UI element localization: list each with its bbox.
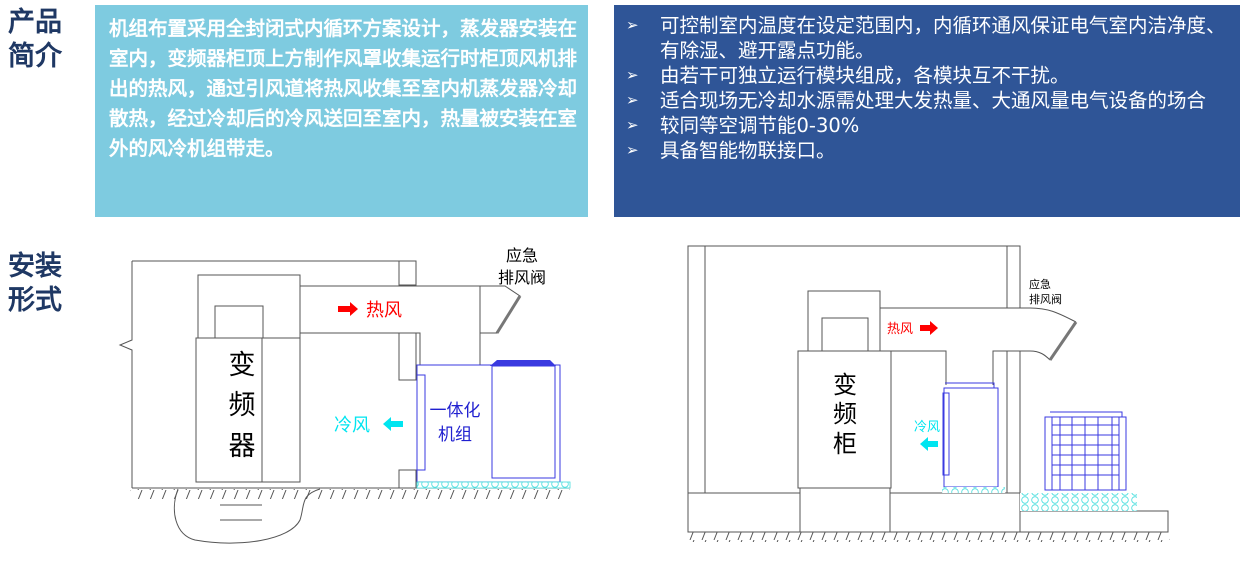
cold-air-arrow-icon — [383, 417, 403, 431]
arrow-bullet-icon: ➢ — [626, 141, 639, 159]
cold-air-arrow-icon — [920, 437, 938, 451]
hot-air-arrow-icon — [920, 321, 938, 335]
hot-air-label: 热风 — [366, 300, 402, 321]
feature-item: ➢具备智能物联接口。 — [626, 139, 836, 162]
left-diagram: 变 频 器 热风 冷风 一体化 机组 应急 排风阀 — [118, 246, 571, 544]
valve-label: 应急 — [1029, 277, 1051, 291]
hot-air-label: 热风 — [887, 322, 913, 337]
arrow-bullet-icon: ➢ — [626, 116, 639, 134]
cold-air-label: 冷风 — [334, 415, 370, 436]
arrow-bullet-icon: ➢ — [626, 66, 639, 84]
cabinet-label: 频 — [229, 390, 256, 421]
valve-label: 应急 — [506, 246, 538, 265]
feature-item: ➢适合现场无冷却水源需处理大发热量、大通风量电气设备的场合 — [626, 89, 1207, 112]
arrow-bullet-icon: ➢ — [626, 16, 639, 34]
cabinet-label: 柜 — [833, 430, 857, 458]
features-box: ➢可控制室内温度在设定范围内，内循环通风保证电气室内洁净度、有除湿、避开露点功能… — [614, 5, 1240, 217]
cabinet-label: 器 — [229, 431, 256, 462]
cold-air-label: 冷风 — [914, 420, 940, 435]
intro-text-box: 机组布置采用全封闭式内循环方案设计，蒸发器安装在室内，变频器柜顶上方制作风罩收集… — [95, 5, 588, 217]
unit-label: 机组 — [438, 425, 472, 445]
feature-item: ➢可控制室内温度在设定范围内，内循环通风保证电气室内洁净度、有除湿、避开露点功能… — [626, 14, 1226, 62]
unit-label: 一体化 — [430, 401, 481, 421]
cabinet-label: 变 — [833, 371, 857, 399]
cabinet-label: 变 — [229, 350, 256, 381]
feature-item: ➢较同等空调节能0-30% — [626, 114, 860, 137]
hot-air-arrow-icon — [338, 302, 358, 316]
right-diagram: 变 频 柜 热风 冷风 应急 排风阀 — [686, 245, 1170, 542]
valve-label: 排风阀 — [1029, 292, 1062, 306]
section-heading-intro: 产品简介 — [8, 7, 62, 72]
valve-label: 排风阀 — [498, 268, 546, 287]
feature-item: ➢由若干可独立运行模块组成，各模块互不干扰。 — [626, 64, 1070, 87]
cabinet-label: 频 — [833, 400, 857, 428]
intro-text: 机组布置采用全封闭式内循环方案设计，蒸发器安装在室内，变频器柜顶上方制作风罩收集… — [109, 17, 578, 160]
arrow-bullet-icon: ➢ — [626, 91, 639, 109]
section-heading-install: 安装形式 — [8, 251, 62, 316]
